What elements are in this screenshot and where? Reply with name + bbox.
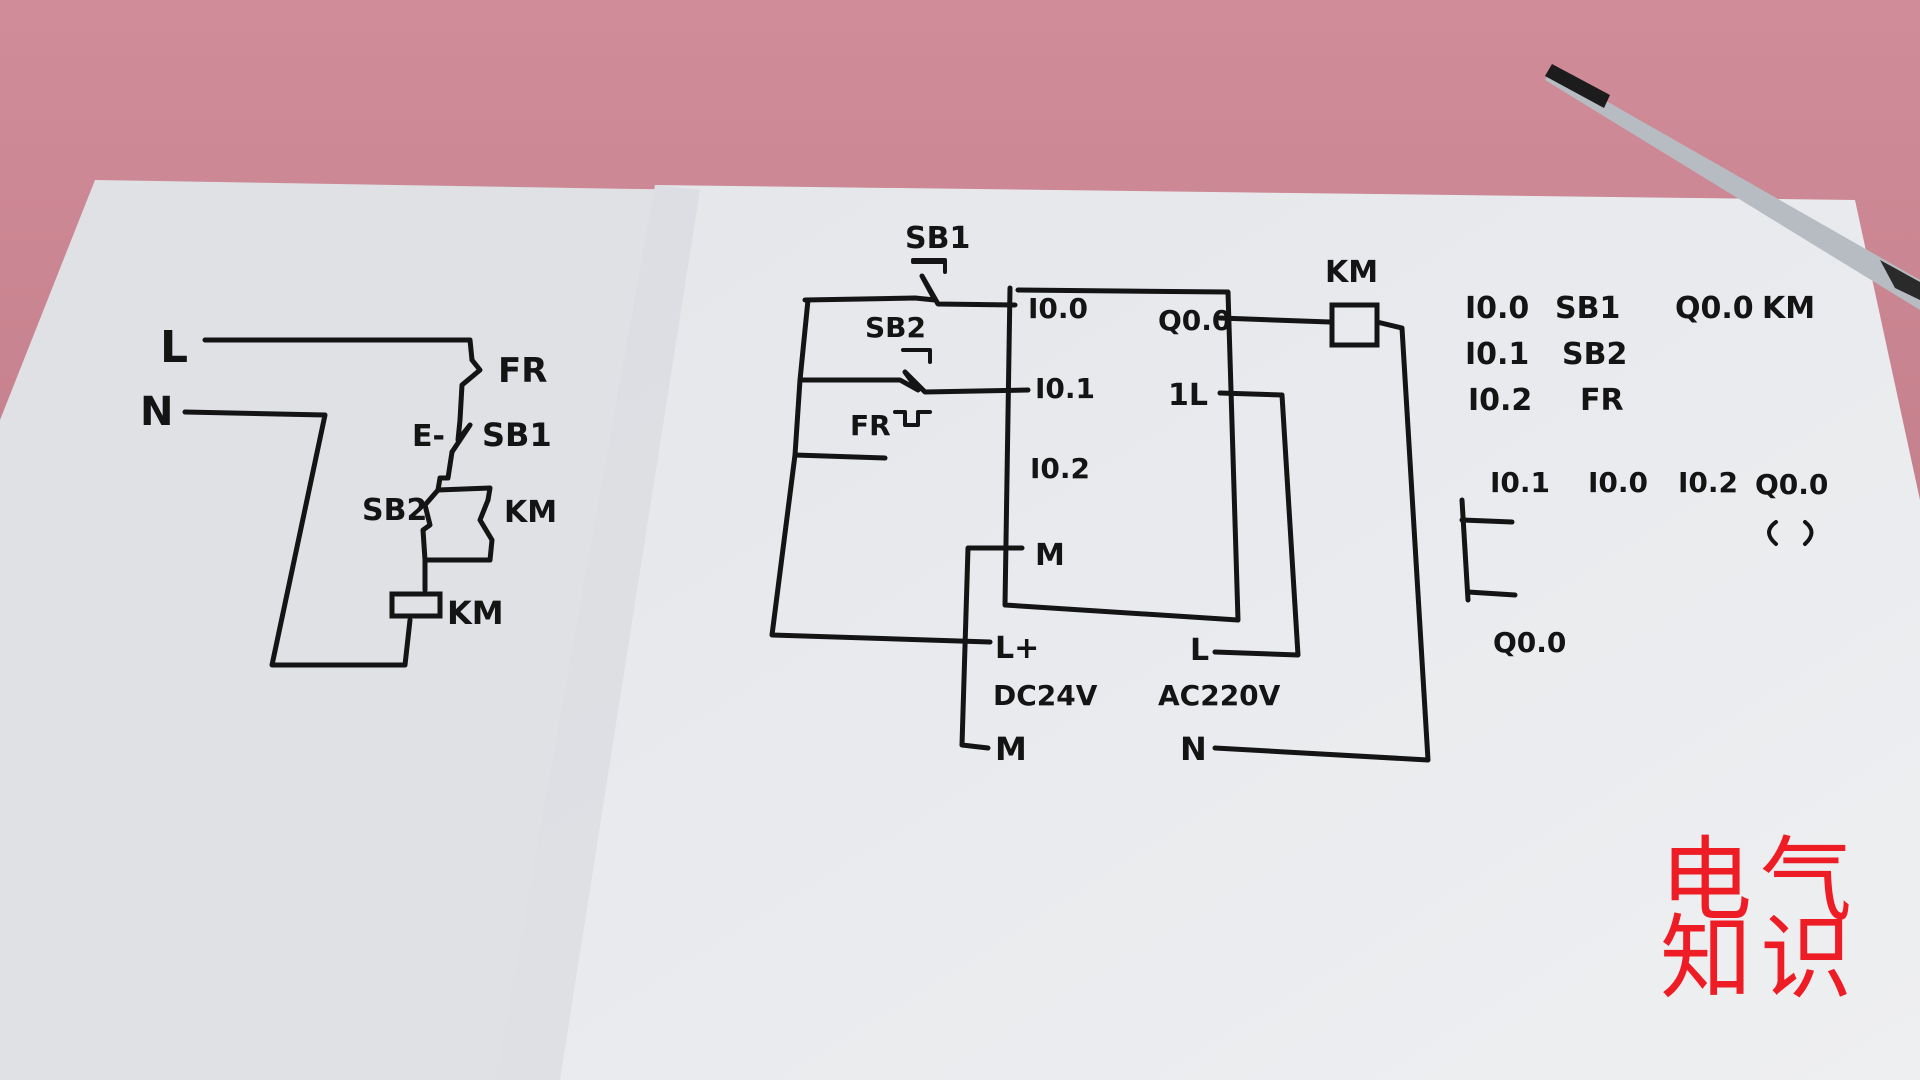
input-bus [769,297,993,645]
ladder-c2-label: I0.0 [1588,466,1648,499]
io-out-addr: Q0.0 [1675,291,1754,326]
n-wire [1212,319,1431,763]
left-rail [1459,497,1471,603]
fr-label: FR [850,409,891,442]
in1-label: I0.1 [1035,372,1095,405]
km-coil [389,591,443,619]
plc-wiring: SB1 I0.0 SB2 I0.1 FR I0.2 M L+ DC24V M Q… [769,221,1431,768]
pen-tip [1545,64,1610,108]
io-row-2-addr: I0.2 [1468,383,1532,418]
ladder-coil-left [1767,520,1778,546]
supply-pos-label: L+ [995,631,1039,666]
io-row-0-addr: I0.0 [1465,291,1529,326]
paper-sheet-left [0,180,700,1080]
in0-label: I0.0 [1028,292,1088,325]
km-coil-box [1329,302,1380,348]
pen-icon [1545,64,1920,310]
plc-box [1002,285,1241,623]
sb1-prefix: E- [412,419,445,454]
km-aux-contact [422,497,495,563]
ladder-coil-right [1803,520,1814,546]
in-common-label: M [1035,538,1065,573]
io-table: I0.0 SB1 I0.1 SB2 I0.2 FR Q0.0 KM [1465,291,1815,418]
pen-clip [1880,260,1920,300]
km-contact-label: KM [504,495,557,530]
supply-n-label: N [1180,730,1207,768]
sb1-label: SB1 [482,416,552,454]
sb2-label: SB2 [865,311,926,344]
sb2-wire [797,369,1031,395]
supply-neg-label: M [995,730,1027,768]
paper-shadow [495,185,700,1080]
m-common-wire [959,545,1025,751]
line-l-label: L [160,322,188,373]
sb2-button [901,348,932,364]
io-row-1-addr: I0.1 [1465,337,1529,372]
out0-label: Q0.0 [1158,304,1231,337]
ladder-hold-label: Q0.0 [1493,626,1566,659]
fr-wire [792,452,888,461]
watermark-char-1: 电 [1660,827,1752,934]
in2-label: I0.2 [1030,452,1090,485]
ladder-rung [1459,517,1515,525]
sb2-label: SB2 [362,493,427,528]
sb1-button [911,258,947,274]
io-row-1-dev: SB2 [1562,337,1627,372]
sb1-label: SB1 [905,221,970,256]
watermark: 电 气 知 识 [1660,827,1852,1012]
sb1-wire [802,273,1018,308]
pen-barrel [1545,70,1920,310]
ladder-c3-label: I0.2 [1678,466,1738,499]
watermark-char-4: 识 [1760,905,1852,1012]
watermark-char-3: 知 [1660,905,1752,1012]
fr-label: FR [498,351,547,391]
ladder-c1-label: I0.1 [1490,466,1550,499]
io-out-dev: KM [1762,291,1815,326]
supply-ac-label: AC220V [1158,679,1281,712]
branch-top [435,449,493,503]
supply-l-label: L [1190,633,1209,668]
sb1-contact [449,417,473,455]
l-wire [1212,390,1301,658]
km-coil-label: KM [447,594,504,632]
sb2-contact [420,487,441,563]
relay-circuit: L N FR E- SB1 SB2 KM KM [140,322,557,668]
supply-dc-label: DC24V [993,679,1098,712]
out-common-label: 1L [1168,378,1208,413]
q0-wire [1217,315,1333,325]
l-wire [202,337,475,363]
fr-contact [457,357,483,423]
io-row-0-dev: SB1 [1555,291,1620,326]
ladder-diagram: I0.1 I0.0 I0.2 Q0.0 Q0.0 [1459,466,1828,659]
ladder-coil-label: Q0.0 [1755,468,1828,501]
n-wire [182,409,413,668]
ladder-hold-branch [1465,589,1518,598]
fr-symbol [893,410,932,427]
paper-sheet-right [495,185,1920,1080]
io-row-2-dev: FR [1580,383,1624,418]
km-coil-label: KM [1325,255,1378,290]
watermark-char-2: 气 [1760,827,1852,934]
line-n-label: N [140,389,173,435]
